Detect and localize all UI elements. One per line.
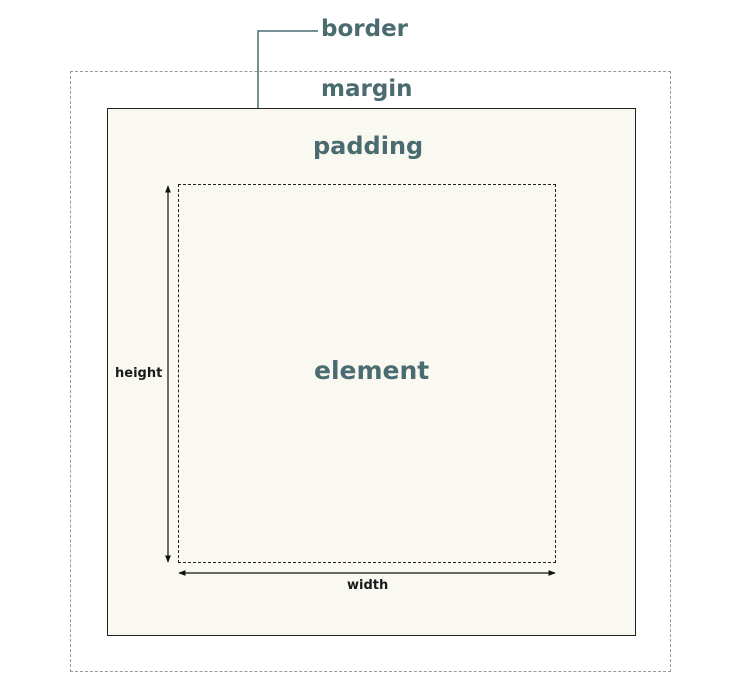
border-label: border [321, 16, 409, 42]
margin-area [70, 71, 671, 672]
border-area [107, 108, 636, 636]
border-leader-line [257, 30, 318, 108]
element-content-area [178, 184, 556, 563]
width-label: width [347, 578, 389, 593]
height-label: height [115, 366, 163, 381]
element-label: element [314, 356, 430, 385]
margin-label: margin [321, 76, 413, 102]
padding-label: padding [313, 132, 424, 160]
